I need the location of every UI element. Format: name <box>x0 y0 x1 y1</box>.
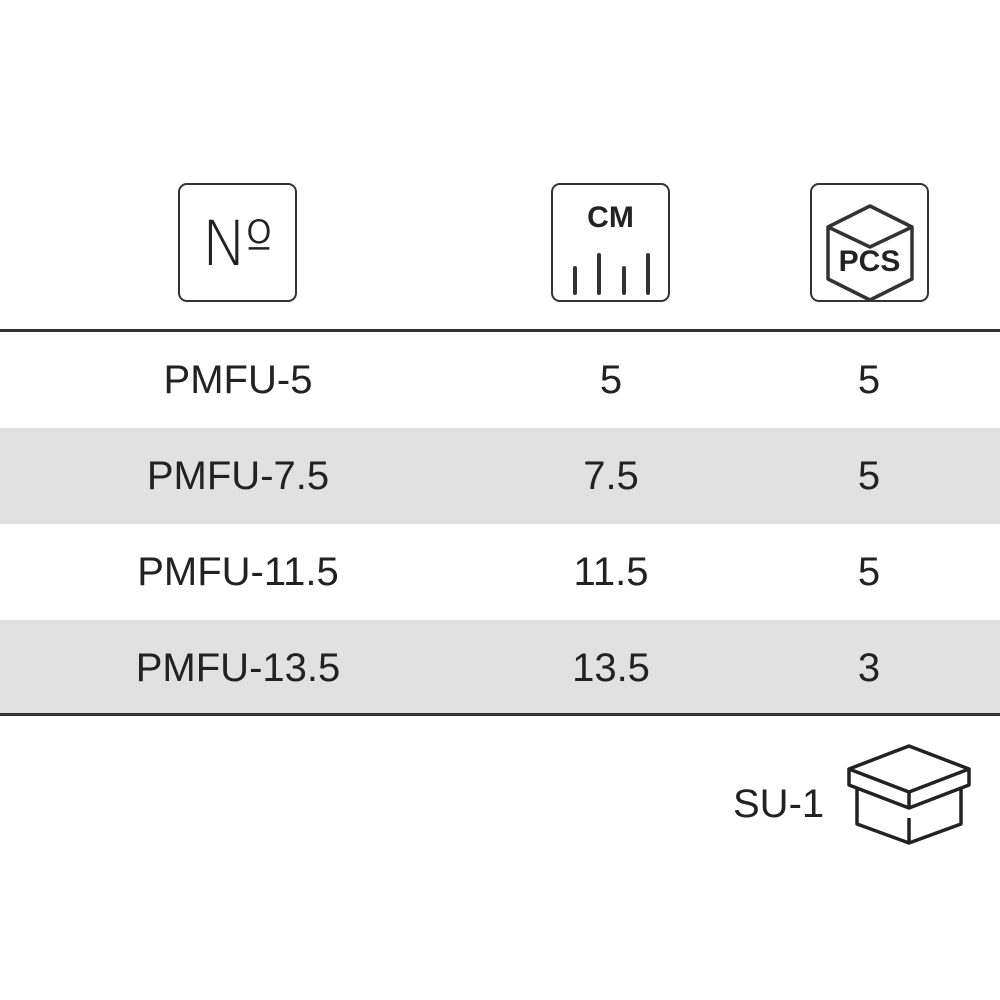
package-box-icon <box>847 744 971 845</box>
cm-cell: 11.5 <box>573 550 649 594</box>
pcs-cell: 5 <box>857 454 881 498</box>
table-top-rule <box>0 329 1000 332</box>
table-row: PMFU-7.5 7.5 5 <box>0 428 1000 524</box>
package-label: SU-1 <box>733 782 825 826</box>
pcs-cell: 5 <box>857 550 881 594</box>
table-row: PMFU-11.5 11.5 5 <box>0 524 1000 620</box>
pieces-box-icon: PCS <box>810 183 929 302</box>
pcs-label: PCS <box>838 245 901 278</box>
number-icon: № <box>178 183 297 302</box>
cm-cell: 7.5 <box>583 454 639 498</box>
code-cell: PMFU-5 <box>163 358 313 402</box>
cm-cell: 5 <box>599 358 623 402</box>
pcs-cell: 5 <box>857 358 881 402</box>
code-cell: PMFU-11.5 <box>137 550 339 594</box>
code-cell: PMFU-13.5 <box>135 646 341 690</box>
cm-cell: 13.5 <box>572 646 650 690</box>
table-bottom-rule <box>0 713 1000 716</box>
code-cell: PMFU-7.5 <box>146 454 330 498</box>
number-sign: № <box>201 207 274 280</box>
centimeter-ruler-icon: CM <box>551 183 670 302</box>
pcs-cell: 3 <box>857 646 881 690</box>
cm-label: CM <box>587 201 634 234</box>
table-row: PMFU-5 5 5 <box>0 332 1000 428</box>
table-row: PMFU-13.5 13.5 3 <box>0 620 1000 714</box>
